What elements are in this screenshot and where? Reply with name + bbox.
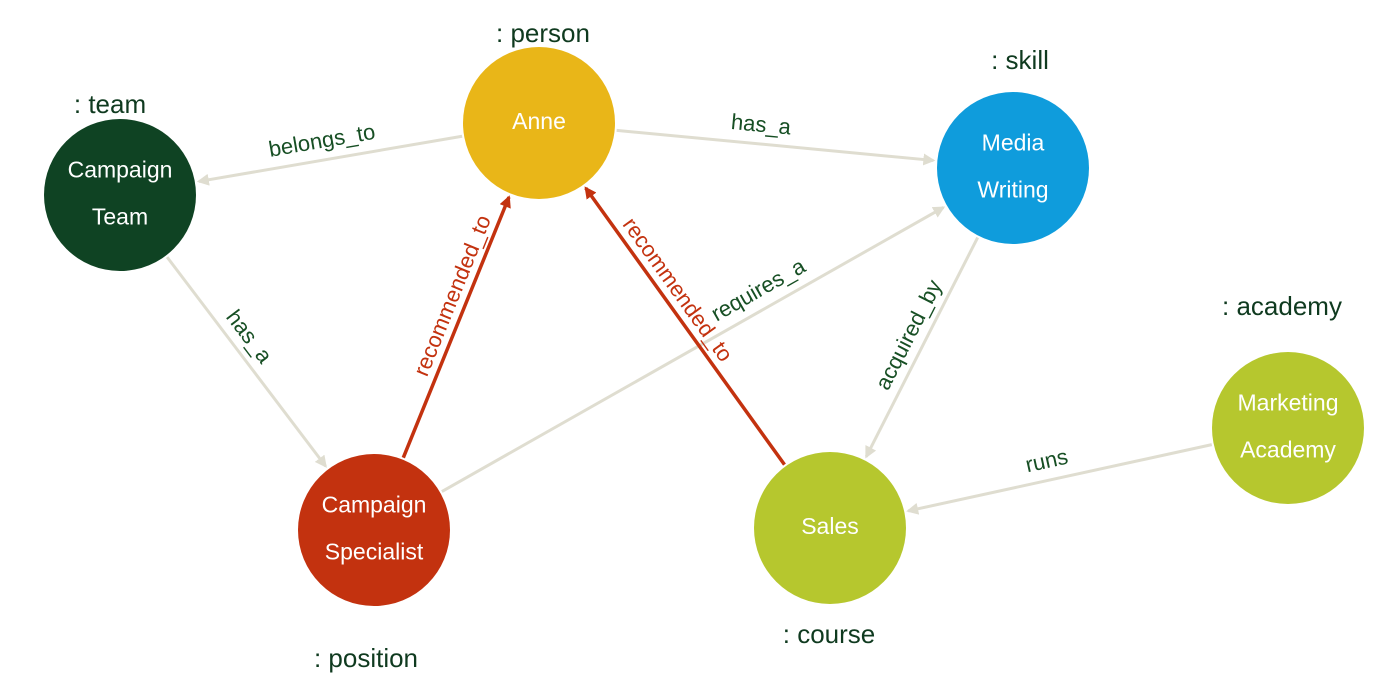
edge-label: belongs_to xyxy=(267,119,377,162)
node-type-label: : position xyxy=(314,643,418,673)
edge-marketing-academy-sales: runs xyxy=(906,443,1213,515)
edge-campaign-specialist-anne: recommended_to xyxy=(401,195,511,459)
edge-label: recommended_to xyxy=(408,211,495,379)
edge-label: has_a xyxy=(221,305,278,368)
edge-label: has_a xyxy=(730,109,793,140)
edge-campaign-team-campaign-specialist: has_a xyxy=(165,256,327,468)
node-anne[interactable]: Anne : person xyxy=(463,18,615,199)
node-label: Specialist xyxy=(325,539,424,565)
node-circle xyxy=(937,92,1089,244)
node-type-label: : academy xyxy=(1222,291,1342,321)
node-type-label: : skill xyxy=(991,45,1049,75)
node-label: Academy xyxy=(1240,437,1336,463)
node-circle xyxy=(298,454,450,606)
node-type-label: : team xyxy=(74,89,146,119)
edge-line xyxy=(165,256,327,468)
edge-line xyxy=(196,134,463,186)
node-label: Marketing xyxy=(1238,390,1339,416)
edge-label: requires_a xyxy=(707,253,810,326)
node-type-label: : course xyxy=(783,619,876,649)
edge-line xyxy=(616,128,936,166)
node-sales[interactable]: Sales : course xyxy=(754,452,906,649)
edge-line xyxy=(441,206,946,493)
node-label: Team xyxy=(92,204,148,230)
node-label: Media xyxy=(982,130,1045,156)
node-label: Writing xyxy=(977,177,1048,203)
node-label: Sales xyxy=(801,513,859,539)
node-type-label: : person xyxy=(496,18,590,48)
node-label: Anne xyxy=(512,108,566,134)
node-label: Campaign xyxy=(322,492,427,518)
edge-line xyxy=(584,186,786,466)
edge-line xyxy=(864,236,979,459)
edge-sales-anne: recommended_to xyxy=(584,186,786,466)
node-label: Campaign xyxy=(68,157,173,183)
edge-line xyxy=(401,195,511,459)
edge-line xyxy=(906,443,1213,515)
edge-anne-campaign-team: belongs_to xyxy=(196,119,463,186)
edge-label: runs xyxy=(1023,444,1070,478)
edge-media-writing-sales: acquired_by xyxy=(864,236,979,459)
node-circle xyxy=(44,119,196,271)
edge-campaign-specialist-media-writing: requires_a xyxy=(441,206,946,493)
edge-anne-media-writing: has_a xyxy=(616,109,936,166)
node-circle xyxy=(1212,352,1364,504)
node-circle xyxy=(463,47,615,199)
edge-label: recommended_to xyxy=(618,213,738,367)
node-circle xyxy=(754,452,906,604)
